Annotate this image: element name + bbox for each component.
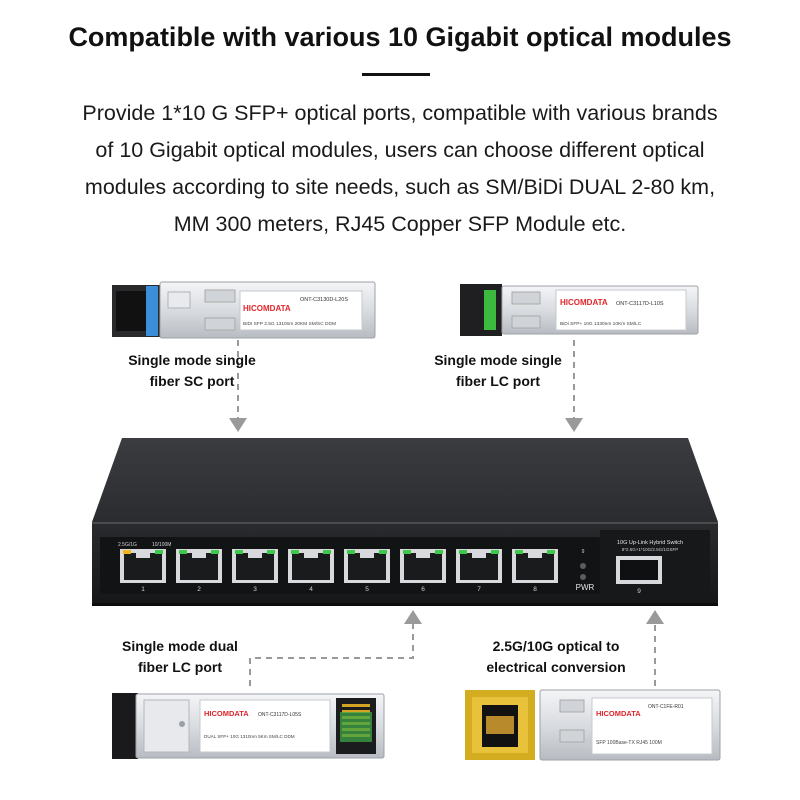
status-led xyxy=(580,563,586,569)
module-brand: HICOMDATA xyxy=(204,709,249,718)
arrow-up-icon xyxy=(404,610,422,624)
description: Provide 1*10 G SFP+ optical ports, compa… xyxy=(20,95,780,243)
rj45-port xyxy=(288,549,334,583)
led-label: 9 xyxy=(582,549,585,555)
callout-label-copper: 2.5G/10G optical to electrical conversio… xyxy=(486,638,626,675)
description-line: modules according to site needs, such as… xyxy=(84,175,716,199)
callout-line-lc-dual xyxy=(249,620,414,686)
rj45-port xyxy=(232,549,278,583)
sfp-module-lc-dual: HICOMDATA ONT-C3117D-L05S DUAL SFP+ 10G … xyxy=(112,693,385,759)
network-switch: 2.5G/1G 10/100M xyxy=(92,438,718,606)
module-spec: DUAL SFP+ 10G 1310nm 5Km SM/LC DDM xyxy=(204,734,295,739)
rj45-port xyxy=(400,549,446,583)
led-legend-label: 10/100M xyxy=(152,542,171,548)
power-led xyxy=(580,574,586,580)
uplink-title: 10G Up-Link Hybrid Switch xyxy=(617,540,683,546)
callout-lines xyxy=(237,340,656,686)
uplink-subtitle: 8*2.5G+1*10G/2.5G/1GSFP xyxy=(622,547,678,552)
led-legend-label: 2.5G/1G xyxy=(118,542,137,548)
rj45-ports xyxy=(120,549,558,583)
module-brand: HICOMDATA xyxy=(596,709,641,718)
rj45-port xyxy=(120,549,166,583)
port-number: 7 xyxy=(477,586,481,593)
arrow-down-icon xyxy=(229,418,247,432)
module-spec: SFP 100Base-TX RJ45 100M xyxy=(596,740,662,746)
callout-label-sc: Single mode single fiber SC port xyxy=(128,352,256,389)
port-number: 3 xyxy=(253,586,257,593)
title-underline xyxy=(362,73,430,76)
callout-label-lc-dual: Single mode dual fiber LC port xyxy=(122,638,238,675)
rj45-port xyxy=(512,549,558,583)
module-model: ONT-C3117D-L10S xyxy=(616,301,664,307)
module-brand: HICOMDATA xyxy=(243,304,291,313)
callout-arrowheads xyxy=(229,418,664,624)
port-number: 5 xyxy=(365,586,369,593)
module-model: ONT-C3117D-L05S xyxy=(258,712,302,718)
rj45-port xyxy=(344,549,390,583)
rj45-port xyxy=(176,549,222,583)
rj45-port xyxy=(456,549,502,583)
sfp-port-number: 9 xyxy=(637,588,641,595)
port-number: 1 xyxy=(141,586,145,593)
port-numbers: 1 2 3 4 5 6 7 8 xyxy=(141,586,537,593)
port-number: 4 xyxy=(309,586,313,593)
port-number: 6 xyxy=(421,586,425,593)
arrow-down-icon xyxy=(565,418,583,432)
module-model: ONT-C3130D-L20S xyxy=(300,297,348,303)
description-line: MM 300 meters, RJ45 Copper SFP Module et… xyxy=(173,212,627,236)
power-label: PWR xyxy=(576,583,595,592)
description-line: Provide 1*10 G SFP+ optical ports, compa… xyxy=(82,101,718,125)
module-model: ONT-C1FE-R01 xyxy=(648,704,684,710)
sfp-module-sc: HICOMDATA ONT-C3130D-L20S BIDI SFP 2.5G … xyxy=(112,281,376,339)
sfp-module-lc-single: HICOMDATA ONT-C3117D-L10S BiDi SFP+ 10G … xyxy=(460,284,699,336)
port-number: 8 xyxy=(533,586,537,593)
page-title: Compatible with various 10 Gigabit optic… xyxy=(68,22,732,52)
callout-label-lc-single: Single mode single fiber LC port xyxy=(434,352,562,389)
module-spec: BiDi SFP+ 10G 1330nm 10Km SM/LC xyxy=(560,321,642,327)
module-brand: HICOMDATA xyxy=(560,298,608,307)
sfp-module-copper: HICOMDATA ONT-C1FE-R01 SFP 100Base-TX RJ… xyxy=(465,689,721,761)
arrow-up-icon xyxy=(646,610,664,624)
module-spec: BIDI SFP 2.5G 1310nm 20KM SM/SC DDM xyxy=(243,321,336,327)
description-line: of 10 Gigabit optical modules, users can… xyxy=(95,138,705,162)
port-number: 2 xyxy=(197,586,201,593)
